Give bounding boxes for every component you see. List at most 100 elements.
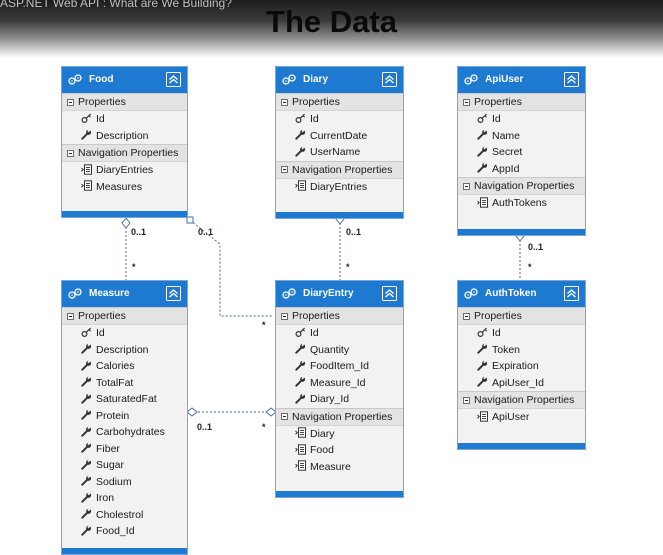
properties-section-header[interactable]: Properties <box>62 93 187 111</box>
collapse-chevron-icon[interactable] <box>564 286 579 301</box>
collapse-chevron-icon[interactable] <box>166 286 181 301</box>
property-sodium[interactable]: Sodium <box>62 474 187 491</box>
collapse-minus-icon[interactable] <box>281 98 288 106</box>
navigation-diaryentries[interactable]: DiaryEntries <box>62 162 187 179</box>
wrench-icon <box>81 376 92 387</box>
navigation-section-header[interactable]: Navigation Properties <box>458 391 585 409</box>
property-description[interactable]: Description <box>62 128 187 145</box>
property-apiuser-id[interactable]: ApiUser_Id <box>458 375 585 392</box>
collapse-minus-icon[interactable] <box>281 312 288 320</box>
property-id[interactable]: Id <box>62 111 187 128</box>
navigation-property-icon <box>295 460 306 471</box>
property-food-id[interactable]: Food_Id <box>62 523 187 540</box>
property-iron[interactable]: Iron <box>62 490 187 507</box>
wrench-icon <box>295 392 306 404</box>
measure-diaryentry-one-label: 0..1 <box>197 422 213 432</box>
property-saturatedfat[interactable]: SaturatedFat <box>62 391 187 408</box>
collapse-minus-icon[interactable] <box>67 149 74 157</box>
wrench-icon <box>81 409 92 420</box>
property-id[interactable]: Id <box>458 111 585 128</box>
property-protein[interactable]: Protein <box>62 408 187 425</box>
navigation-measures[interactable]: Measures <box>62 179 187 196</box>
property-id[interactable]: Id <box>458 325 585 342</box>
navigation-section-header[interactable]: Navigation Properties <box>458 177 585 195</box>
property-cholestrol[interactable]: Cholestrol <box>62 507 187 524</box>
collapse-minus-icon[interactable] <box>463 98 470 106</box>
property-label: Id <box>96 113 105 125</box>
entity-name: Diary <box>303 74 329 85</box>
property-username[interactable]: UserName <box>276 144 403 161</box>
property-label: UserName <box>310 146 361 158</box>
navigation-food[interactable]: Food <box>276 442 403 459</box>
property-label: Id <box>96 327 105 339</box>
property-name[interactable]: Name <box>458 128 585 145</box>
property-label: TotalFat <box>96 376 134 389</box>
property-calories[interactable]: Calories <box>62 358 187 375</box>
property-measure-id[interactable]: Measure_Id <box>276 375 403 392</box>
navigation-apiuser[interactable]: ApiUser <box>458 409 585 426</box>
property-label: Description <box>96 343 149 356</box>
property-quantity[interactable]: Quantity <box>276 342 403 359</box>
collapse-minus-icon[interactable] <box>281 413 288 421</box>
entity-name: Measure <box>89 288 130 299</box>
property-label: Sugar <box>96 459 125 471</box>
collapse-chevron-icon[interactable] <box>564 72 579 87</box>
navigation-measure[interactable]: Measure <box>276 459 403 476</box>
property-diary-id[interactable]: Diary_Id <box>276 391 403 408</box>
property-label: Secret <box>492 146 523 158</box>
property-token[interactable]: Token <box>458 342 585 359</box>
collapse-minus-icon[interactable] <box>67 312 74 320</box>
navigation-property-icon <box>477 411 488 422</box>
entity-header: DiaryEntry <box>276 281 403 307</box>
property-id[interactable]: Id <box>276 111 403 128</box>
properties-section-header[interactable]: Properties <box>458 93 585 111</box>
diary-diaryentry-one-label: 0..1 <box>346 227 362 237</box>
navigation-authtokens[interactable]: AuthTokens <box>458 195 585 212</box>
property-fooditem-id[interactable]: FoodItem_Id <box>276 358 403 375</box>
collapse-minus-icon[interactable] <box>67 98 74 106</box>
navigation-label-item: DiaryEntries <box>310 180 368 193</box>
properties-section-header[interactable]: Properties <box>458 307 585 325</box>
property-sugar[interactable]: Sugar <box>62 457 187 474</box>
collapse-chevron-icon[interactable] <box>382 286 397 301</box>
properties-section-header[interactable]: Properties <box>276 93 403 111</box>
wrench-icon <box>477 376 488 387</box>
property-fiber[interactable]: Fiber <box>62 441 187 458</box>
property-totalfat[interactable]: TotalFat <box>62 375 187 392</box>
collapse-minus-icon[interactable] <box>463 312 470 320</box>
property-carbohydrates[interactable]: Carbohydrates <box>62 424 187 441</box>
property-label: Quantity <box>310 343 350 356</box>
navigation-diary[interactable]: Diary <box>276 426 403 443</box>
navigation-section-header[interactable]: Navigation Properties <box>62 144 187 162</box>
entity-footer <box>62 211 187 217</box>
navigation-section-header[interactable]: Navigation Properties <box>276 407 403 426</box>
collapse-minus-icon[interactable] <box>463 396 470 404</box>
properties-section-header[interactable]: Properties <box>276 307 403 325</box>
food-diaryentry-one-label: 0..1 <box>198 227 214 237</box>
wrench-icon <box>81 491 92 503</box>
property-description[interactable]: Description <box>62 342 187 359</box>
navigation-section-header[interactable]: Navigation Properties <box>276 160 403 179</box>
entity-header: AuthToken <box>458 281 585 307</box>
collapse-chevron-icon[interactable] <box>166 72 181 87</box>
property-currentdate[interactable]: CurrentDate <box>276 128 403 145</box>
property-label: FoodItem_Id <box>310 360 369 372</box>
property-secret[interactable]: Secret <box>458 144 585 161</box>
collapse-minus-icon[interactable] <box>463 182 470 190</box>
properties-label: Properties <box>474 310 522 322</box>
wrench-icon <box>81 458 92 470</box>
property-expiration[interactable]: Expiration <box>458 358 585 375</box>
navigation-diaryentries[interactable]: DiaryEntries <box>276 179 403 196</box>
property-appid[interactable]: AppId <box>458 161 585 178</box>
property-id[interactable]: Id <box>62 325 187 342</box>
collapse-minus-icon[interactable] <box>281 166 288 174</box>
properties-section-header[interactable]: Properties <box>62 307 187 325</box>
collapse-chevron-icon[interactable] <box>382 72 397 87</box>
property-id[interactable]: Id <box>276 325 403 342</box>
